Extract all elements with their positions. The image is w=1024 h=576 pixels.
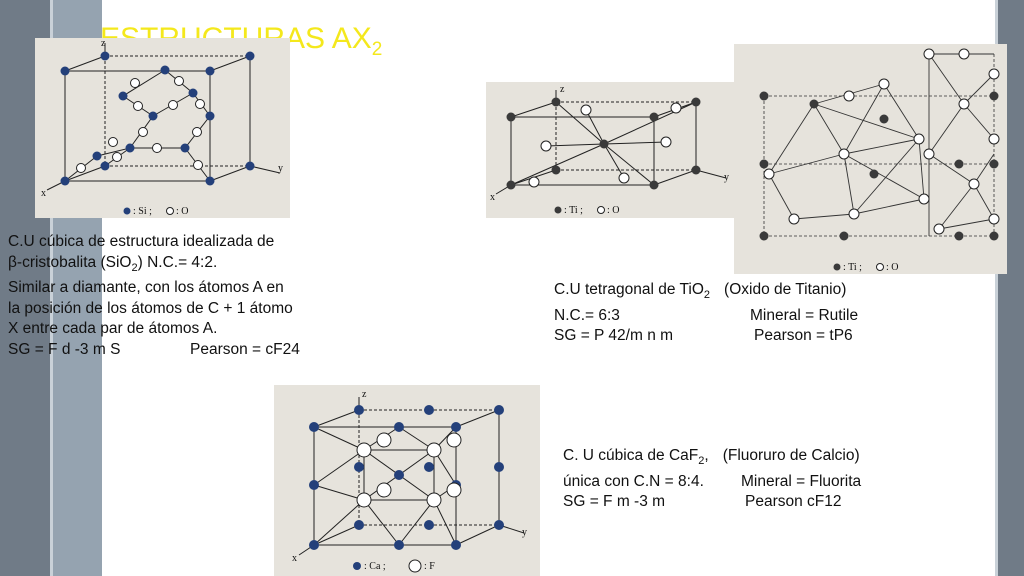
sio2-caption-line-2-b: ) N.C.= 4:2. bbox=[137, 253, 218, 271]
sio2-legend-o-label: : O bbox=[176, 206, 189, 217]
tio2-caption-line-3-a: SG = P 42/m n m bbox=[554, 327, 674, 345]
sio2-caption-line-2-a: β-cristobalita (SiO bbox=[8, 253, 132, 271]
tio2-axis-y-label: y bbox=[724, 172, 729, 183]
rutile-structure-figure: : Ti ; : O bbox=[734, 44, 1007, 274]
caf2-caption-line-2-a: única con C.N = 8:4. bbox=[563, 472, 704, 490]
tio2-unit-cell-diagram: z x y : Ti ; : O bbox=[490, 84, 729, 216]
rutile-lattice-diagram: : Ti ; : O bbox=[759, 48, 1000, 273]
caf2-ca-atoms bbox=[309, 405, 504, 550]
caf2-caption-line-1-b: , bbox=[704, 447, 709, 464]
caf2-caption-line-3-b: Pearson cF12 bbox=[745, 493, 842, 511]
caf2-axis-x-label: x bbox=[292, 553, 297, 564]
caf2-legend-ca-label: : Ca ; bbox=[364, 561, 386, 572]
tio2-caption-line-2: N.C.= 6:3 Mineral = Rutile bbox=[554, 306, 858, 327]
caf2-caption-line-1-sub: 2 bbox=[698, 455, 705, 468]
rutile-octahedra-edges bbox=[768, 53, 995, 236]
sio2-legend-si-marker bbox=[123, 207, 131, 215]
sio2-caption-line-6-b: Pearson = cF24 bbox=[190, 340, 300, 358]
tio2-caption-line-1-b: (Oxido de Titanio) bbox=[724, 281, 847, 298]
caf2-caption-line-1: C. U cúbica de CaF2, (Fluoruro de Calcio) bbox=[563, 446, 861, 472]
tio2-caption-line-2-b: Mineral = Rutile bbox=[750, 306, 859, 324]
caf2-caption-line-1-c: (Fluoruro de Calcio) bbox=[722, 447, 860, 464]
tio2-caption-line-2-a: N.C.= 6:3 bbox=[554, 306, 620, 324]
tio2-caption: C.U tetragonal de TiO2 (Oxido de Titanio)… bbox=[554, 280, 858, 347]
sio2-si-atoms bbox=[60, 51, 255, 186]
sio2-caption-line-3: Similar a diamante, con los átomos A en bbox=[8, 279, 284, 297]
tio2-legend-ti-marker bbox=[554, 206, 562, 214]
sio2-cell-back-edges bbox=[104, 55, 250, 167]
tio2-caption-line-1-a: C.U tetragonal de TiO bbox=[554, 281, 704, 298]
tio2-legend-ti-label: : Ti ; bbox=[564, 205, 583, 216]
tio2-legend-o-label: : O bbox=[607, 205, 620, 216]
rutile-o-atoms bbox=[763, 48, 1000, 235]
sio2-legend-si-label: : Si ; bbox=[133, 206, 152, 217]
caf2-unit-cell-diagram: z x y : Ca ; : F bbox=[292, 389, 527, 573]
caf2-caption-line-3: SG = F m -3 m Pearson cF12 bbox=[563, 492, 861, 513]
caf2-legend-ca-marker bbox=[353, 562, 361, 570]
sio2-legend-o-marker bbox=[166, 207, 174, 215]
tio2-structure-figure: z x y : Ti ; : O bbox=[486, 82, 738, 218]
caf2-axis-z-label: z bbox=[362, 389, 367, 400]
rutile-legend-o-label: : O bbox=[886, 262, 899, 273]
caf2-f-atoms bbox=[356, 432, 462, 508]
rutile-legend-ti-label: : Ti ; bbox=[843, 262, 862, 273]
sio2-caption-line-6-a: SG = F d -3 m S bbox=[8, 340, 121, 358]
sio2-o-atoms bbox=[76, 76, 205, 173]
sio2-caption-line-4: la posición de los átomos de C + 1 átomo bbox=[8, 299, 293, 317]
caf2-cell-front-edges bbox=[298, 397, 525, 556]
sio2-caption: C.U cúbica de estructura idealizada de β… bbox=[8, 232, 300, 360]
right-band-edge bbox=[995, 0, 998, 576]
sio2-axis-x-label: x bbox=[41, 188, 46, 199]
sio2-unit-cell-diagram: z x y : Si ; : O bbox=[41, 38, 283, 217]
tio2-ti-atoms bbox=[506, 97, 701, 190]
tio2-caption-line-3: SG = P 42/m n m Pearson = tP6 bbox=[554, 326, 858, 347]
caf2-caption-line-1-a: C. U cúbica de CaF bbox=[563, 447, 699, 464]
rutile-ti-atoms bbox=[759, 91, 999, 241]
tio2-axis-x-label: x bbox=[490, 192, 495, 203]
sio2-caption-line-2: β-cristobalita (SiO2) N.C.= 4:2. bbox=[8, 253, 300, 279]
sio2-axis-y-label: y bbox=[278, 163, 283, 174]
caf2-structure-figure: z x y : Ca ; : F bbox=[274, 385, 540, 576]
caf2-legend-f-marker bbox=[408, 559, 422, 573]
rutile-legend-o-marker bbox=[876, 263, 884, 271]
rutile-legend-ti-marker bbox=[833, 263, 841, 271]
tio2-caption-line-1-sub: 2 bbox=[703, 289, 711, 302]
tio2-o-atoms bbox=[528, 102, 682, 188]
left-band-edge bbox=[50, 0, 53, 576]
sio2-structure-figure: z x y : Si ; : O bbox=[35, 38, 290, 218]
slide-title-subscript: 2 bbox=[371, 39, 383, 60]
caf2-caption-line-3-a: SG = F m -3 m bbox=[563, 493, 666, 511]
sio2-caption-line-1: C.U cúbica de estructura idealizada de bbox=[8, 233, 275, 250]
sio2-caption-line-5: X entre cada par de átomos A. bbox=[8, 320, 218, 338]
tio2-cell-back-edges bbox=[555, 101, 696, 171]
tio2-legend-o-marker bbox=[597, 206, 605, 214]
caf2-caption-line-2: única con C.N = 8:4. Mineral = Fluorita bbox=[563, 472, 861, 493]
caf2-axis-y-label: y bbox=[522, 527, 527, 538]
caf2-legend-f-label: : F bbox=[424, 561, 435, 572]
tio2-axis-z-label: z bbox=[560, 84, 565, 95]
sio2-caption-line-6: SG = F d -3 m S Pearson = cF24 bbox=[8, 340, 300, 361]
sio2-caption-line-2-sub: 2 bbox=[131, 261, 138, 274]
sio2-axis-z-label: z bbox=[101, 38, 106, 49]
caf2-caption-line-2-b: Mineral = Fluorita bbox=[741, 472, 862, 490]
caf2-caption: C. U cúbica de CaF2, (Fluoruro de Calcio)… bbox=[563, 446, 861, 513]
tio2-caption-line-1: C.U tetragonal de TiO2 (Oxido de Titanio) bbox=[554, 280, 858, 306]
tio2-caption-line-3-b: Pearson = tP6 bbox=[754, 327, 853, 345]
